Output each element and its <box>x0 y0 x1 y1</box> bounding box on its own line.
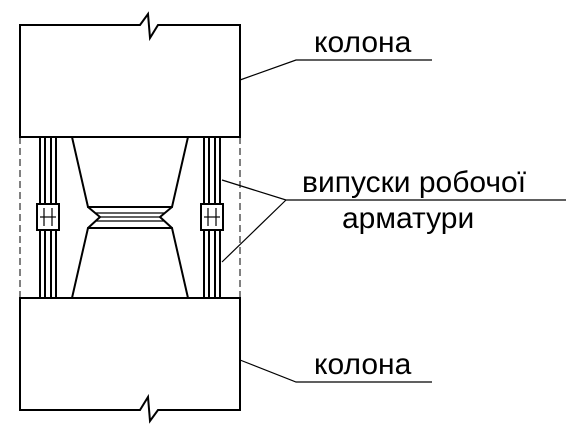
rebar-label-line2: арматури <box>342 202 474 235</box>
rebar-label-line1: випуски робочої <box>302 166 527 199</box>
left-rebar-outlet <box>36 137 60 298</box>
leader-bottom-column <box>239 359 432 383</box>
upper-column <box>19 11 241 138</box>
lower-column <box>19 297 241 424</box>
joint-zone-outline <box>19 137 241 298</box>
top-column-label: колона <box>314 26 412 59</box>
right-rebar-outlet <box>200 137 224 298</box>
leader-top-column <box>239 59 432 81</box>
bottom-column-label: колона <box>314 348 412 381</box>
left-concrete-key <box>40 136 220 299</box>
leader-rebar <box>221 179 566 263</box>
